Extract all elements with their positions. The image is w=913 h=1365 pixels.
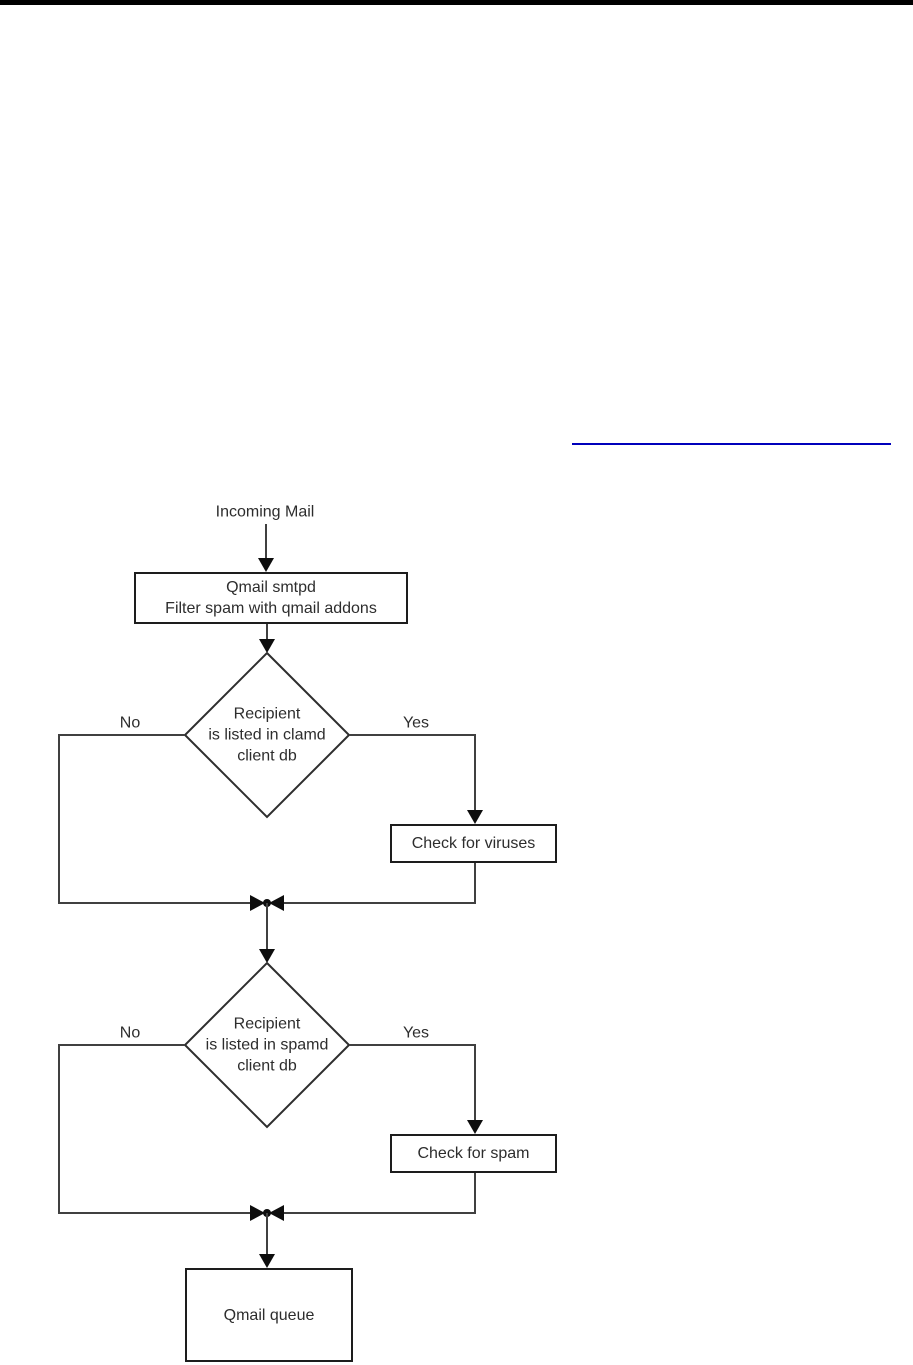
top-border-bar xyxy=(0,0,913,5)
edge-spam-to-merge xyxy=(284,1172,476,1214)
edge-smtpd-to-clamd xyxy=(259,624,275,653)
edge-merge-to-queue xyxy=(259,1213,275,1268)
spamd-decision-label: Recipient is listed in spamd client db xyxy=(205,1015,329,1075)
edge-spamd-no xyxy=(58,1044,250,1214)
edge-clamd-yes xyxy=(349,734,483,824)
edge-viruses-to-merge xyxy=(284,863,476,904)
edge-clamd-no xyxy=(58,734,250,904)
clamd-decision-label: Recipient is listed in clamd client db xyxy=(208,705,326,765)
spamd-decision-diamond xyxy=(183,961,351,1129)
spamd-no-label: No xyxy=(119,1024,141,1042)
edge-spamd-yes xyxy=(349,1044,483,1134)
merge-junction-spamd xyxy=(250,1205,284,1221)
spamd-yes-label: Yes xyxy=(402,1024,430,1042)
edge-start-to-smtpd xyxy=(258,524,274,572)
start-label: Incoming Mail xyxy=(215,503,315,521)
link-underline[interactable] xyxy=(572,443,891,445)
clamd-no-label: No xyxy=(119,714,141,732)
node-check-for-spam: Check for spam xyxy=(390,1134,557,1173)
node-qmail-smtpd: Qmail smtpd Filter spam with qmail addon… xyxy=(134,572,408,624)
node-check-for-viruses: Check for viruses xyxy=(390,824,557,863)
clamd-yes-label: Yes xyxy=(402,714,430,732)
clamd-decision-diamond xyxy=(183,651,351,819)
edge-merge-to-spamd xyxy=(259,903,275,963)
node-qmail-queue: Qmail queue xyxy=(185,1268,353,1362)
